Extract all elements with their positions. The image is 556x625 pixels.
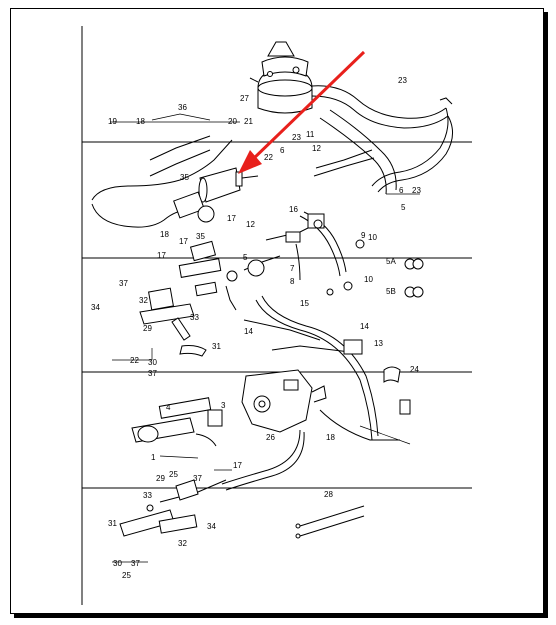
- callout-9: 9: [361, 231, 366, 240]
- callout-31a: 31: [212, 342, 221, 351]
- callout-37a: 37: [119, 279, 128, 288]
- callout-20: 20: [228, 117, 237, 126]
- callout-35b: 35: [196, 232, 205, 241]
- callout-34a: 34: [91, 303, 100, 312]
- callout-4: 4: [166, 403, 171, 412]
- injector-middle: [131, 397, 223, 447]
- callout-14a: 14: [244, 327, 253, 336]
- callout-18b: 18: [160, 230, 169, 239]
- callout-13: 13: [374, 339, 383, 348]
- injector-lower: [119, 479, 199, 537]
- callout-32b: 32: [178, 539, 187, 548]
- callout-35a: 35: [180, 173, 189, 182]
- callout-12a: 12: [312, 144, 321, 153]
- callout-37d: 37: [131, 559, 140, 568]
- injector-upper: [139, 287, 207, 357]
- callout-37c: 37: [193, 474, 202, 483]
- fuel-filter: [198, 167, 259, 203]
- callout-33a: 33: [190, 313, 199, 322]
- callout-17b: 17: [179, 237, 188, 246]
- intake-components: [173, 191, 325, 297]
- callout-22b: 22: [130, 356, 139, 365]
- callout-18a: 18: [136, 117, 145, 126]
- pipe-pair: [295, 505, 365, 539]
- callout-29b: 29: [156, 474, 165, 483]
- callout-24: 24: [410, 365, 419, 374]
- callout-17c: 17: [157, 251, 166, 260]
- callout-5A: 5A: [386, 257, 396, 266]
- callout-15: 15: [300, 299, 309, 308]
- callout-29a: 29: [143, 324, 152, 333]
- return-hose-bundle: [311, 85, 453, 195]
- callout-23b: 23: [292, 133, 301, 142]
- callout-32a: 32: [139, 296, 148, 305]
- callout-1: 1: [151, 453, 156, 462]
- callout-16: 16: [289, 205, 298, 214]
- callout-8: 8: [290, 277, 295, 286]
- callout-17d: 17: [233, 461, 242, 470]
- callout-5a: 5: [401, 203, 406, 212]
- highlight-arrow: [238, 50, 366, 174]
- callout-37b: 37: [148, 369, 157, 378]
- callout-labels: 23 27 19 18 36 20 21 11 23 12 6 22 35 6 …: [91, 76, 421, 580]
- section-rules: [81, 26, 472, 605]
- callout-33b: 33: [143, 491, 152, 500]
- callout-12b: 12: [246, 220, 255, 229]
- callout-18c: 18: [326, 433, 335, 442]
- callout-11: 11: [306, 130, 315, 139]
- callout-23a: 23: [398, 76, 407, 85]
- callout-17a: 17: [227, 214, 236, 223]
- small-fittings: [326, 239, 424, 383]
- callout-27: 27: [240, 94, 249, 103]
- callout-10a: 10: [368, 233, 377, 242]
- callout-6a: 6: [280, 146, 285, 155]
- callout-31b: 31: [108, 519, 117, 528]
- callout-6b: 6: [399, 186, 404, 195]
- fuel-filter-housing: [249, 41, 313, 114]
- callout-19: 19: [108, 117, 117, 126]
- callout-5B: 5B: [386, 287, 396, 296]
- callout-30b: 30: [113, 559, 122, 568]
- callout-3: 3: [221, 401, 226, 410]
- callout-7: 7: [290, 264, 295, 273]
- callout-25a: 25: [169, 470, 178, 479]
- callout-30a: 30: [148, 358, 157, 367]
- callout-10b: 10: [364, 275, 373, 284]
- callout-26: 26: [266, 433, 275, 442]
- callout-28: 28: [324, 490, 333, 499]
- callout-36: 36: [178, 103, 187, 112]
- injection-pump: [241, 369, 411, 433]
- callout-34b: 34: [207, 522, 216, 531]
- callout-14b: 14: [360, 322, 369, 331]
- leader-lines: [110, 113, 420, 563]
- callout-21: 21: [244, 117, 253, 126]
- callout-22a: 22: [264, 153, 273, 162]
- fuel-lines: [91, 135, 400, 503]
- callout-23c: 23: [412, 186, 421, 195]
- callout-5b: 5: [243, 253, 248, 262]
- callout-25b: 25: [122, 571, 131, 580]
